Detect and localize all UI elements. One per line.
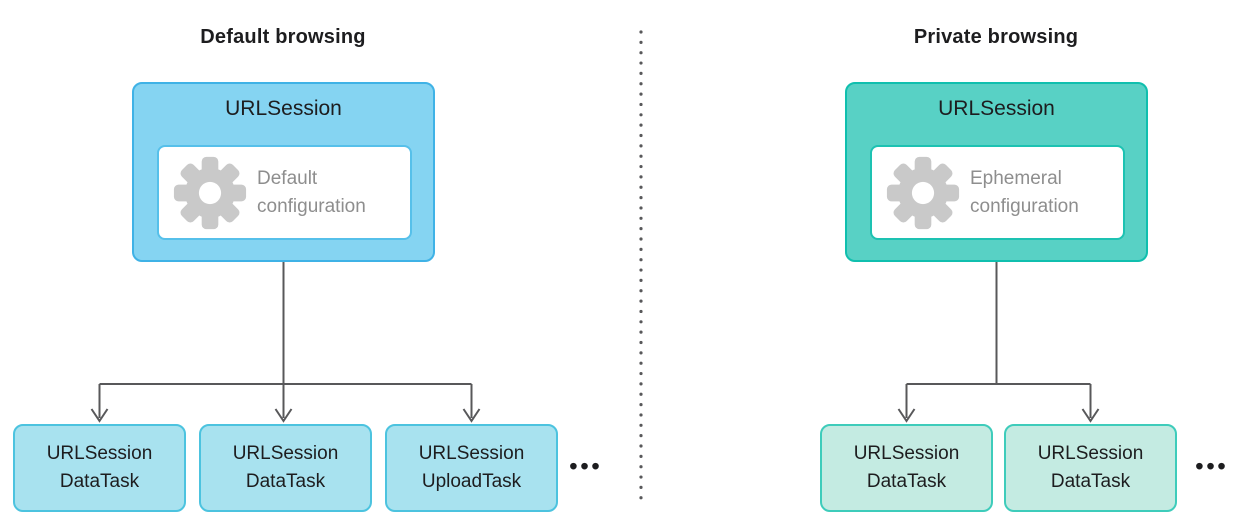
task-box-datatask-2: URLSession DataTask [199, 424, 372, 512]
gear-icon [173, 156, 247, 229]
urlsession-box-default: URLSession [132, 82, 435, 262]
task-box-datatask-1: URLSession DataTask [820, 424, 993, 512]
more-tasks-ellipsis: ••• [1195, 453, 1229, 479]
configuration-label: Default configuration [257, 167, 366, 217]
default-configuration-box: Default configuration [157, 145, 412, 240]
task-box-uploadtask: URLSession UploadTask [385, 424, 558, 512]
urlsession-label: URLSession [225, 97, 342, 120]
page-title-default-browsing: Default browsing [200, 25, 366, 48]
urlsession-label: URLSession [938, 97, 1055, 120]
panel-private-browsing: Private browsing URLSession [620, 0, 1239, 526]
configuration-label: Ephemeral configuration [970, 167, 1079, 217]
panel-default-browsing: Default browsing URLSession [13, 25, 603, 512]
more-tasks-ellipsis: ••• [569, 453, 603, 479]
task-box-datatask-1: URLSession DataTask [13, 424, 186, 512]
page-title-private-browsing: Private browsing [913, 25, 1079, 48]
urlsession-box-private: URLSession [845, 82, 1148, 262]
gear-icon [886, 156, 960, 229]
ephemeral-configuration-box: Ephemeral configuration [870, 145, 1125, 240]
task-box-datatask-2: URLSession DataTask [1004, 424, 1177, 512]
